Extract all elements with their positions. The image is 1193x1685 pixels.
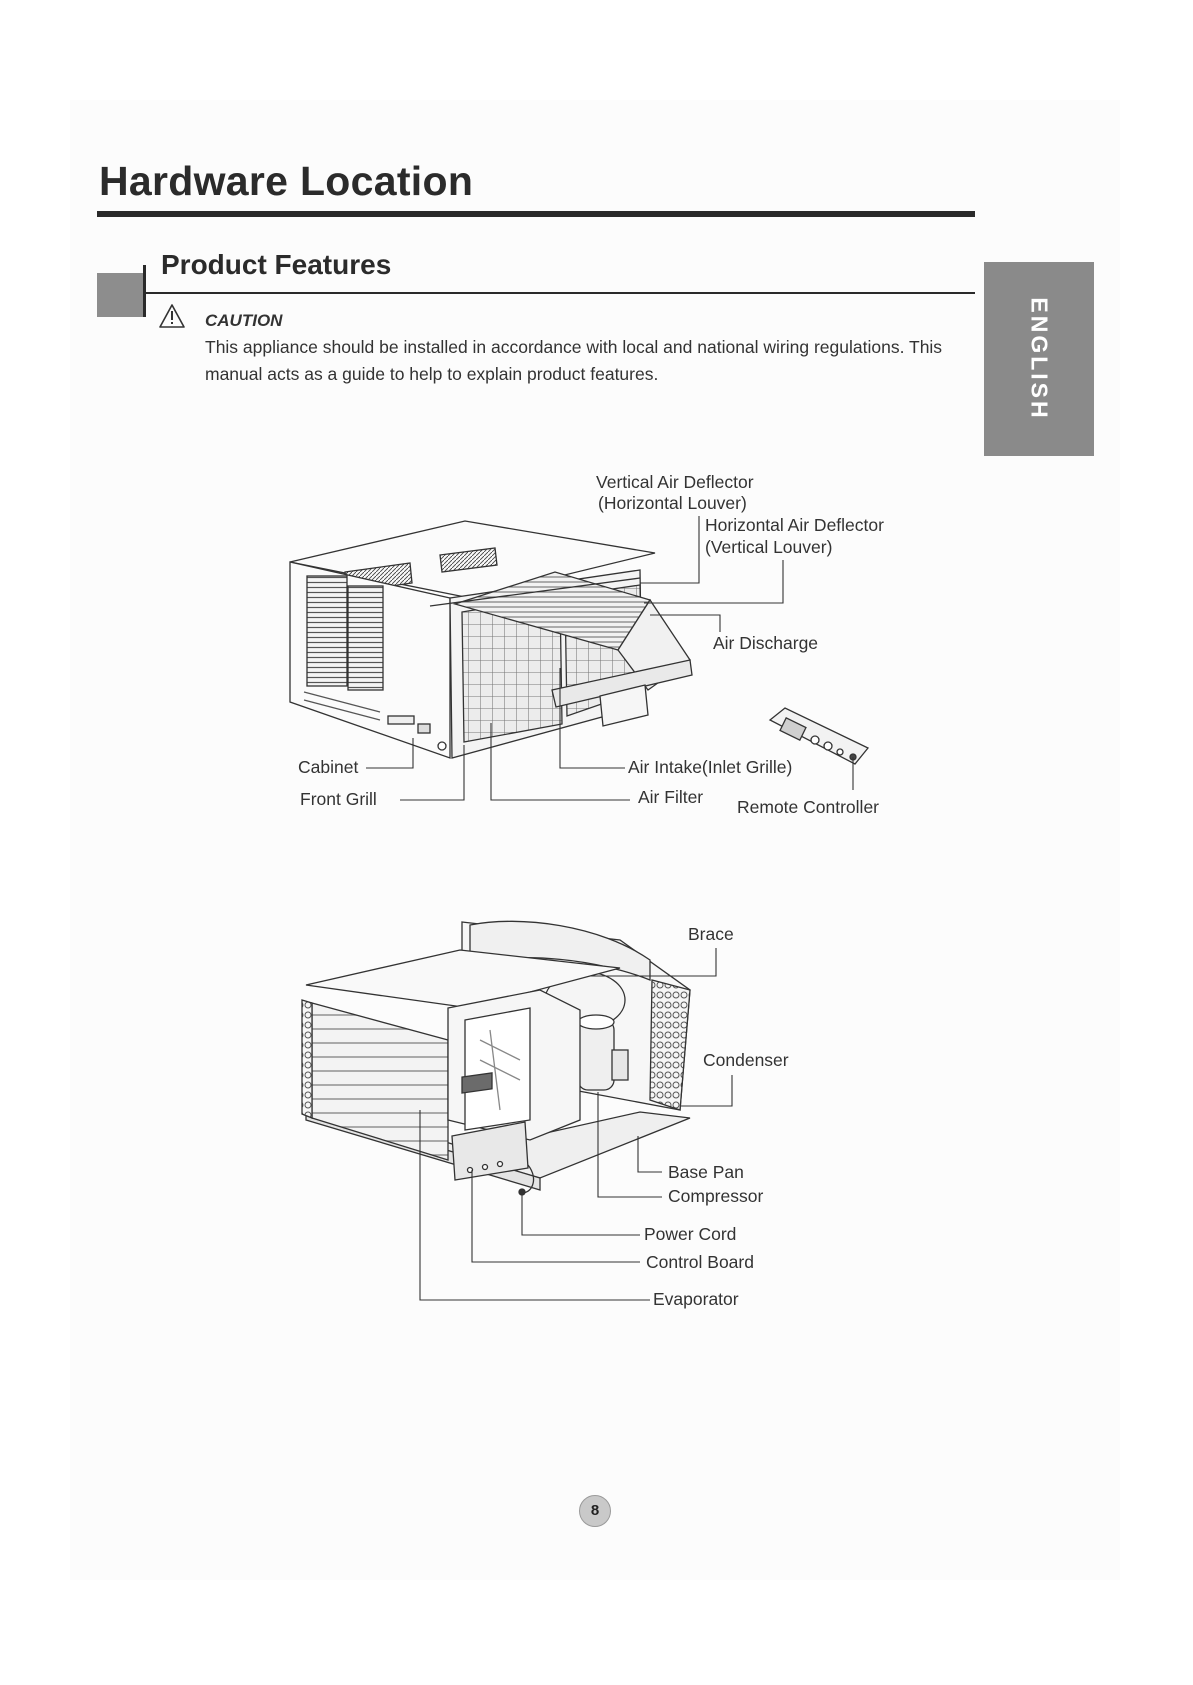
label-evaporator: Evaporator — [653, 1289, 739, 1309]
label-vertical-air-deflector: Vertical Air Deflector — [596, 472, 754, 492]
section-title: Product Features — [161, 249, 392, 280]
label-horizontal-air-deflector: Horizontal Air Deflector — [705, 515, 884, 535]
label-remote-controller: Remote Controller — [737, 797, 879, 817]
page-number-badge: 8 — [579, 1495, 611, 1527]
label-vertical-louver: (Vertical Louver) — [705, 537, 833, 557]
section-divider — [146, 292, 975, 294]
title-divider — [97, 211, 975, 217]
label-compressor: Compressor — [668, 1186, 764, 1206]
label-brace: Brace — [688, 924, 734, 944]
language-tab-label: ENGLISH — [1026, 297, 1053, 421]
section-marker-tick — [143, 265, 146, 317]
language-tab — [984, 262, 1094, 456]
label-horizontal-louver: (Horizontal Louver) — [598, 493, 747, 513]
caution-label: CAUTION — [205, 311, 283, 330]
label-condenser: Condenser — [703, 1050, 789, 1070]
label-front-grill: Front Grill — [300, 789, 377, 809]
label-power-cord: Power Cord — [644, 1224, 737, 1244]
label-cabinet: Cabinet — [298, 757, 359, 777]
label-control-board: Control Board — [646, 1252, 754, 1272]
caution-text: This appliance should be installed in ac… — [205, 337, 943, 384]
label-air-discharge: Air Discharge — [713, 633, 819, 653]
label-air-intake: Air Intake(Inlet Grille) — [628, 757, 793, 777]
page-background — [70, 100, 1120, 1580]
section-marker — [97, 273, 145, 317]
page-title: Hardware Location — [99, 158, 474, 204]
label-air-filter: Air Filter — [638, 787, 704, 807]
label-base-pan: Base Pan — [668, 1162, 744, 1182]
warning-triangle-icon — [159, 304, 185, 328]
